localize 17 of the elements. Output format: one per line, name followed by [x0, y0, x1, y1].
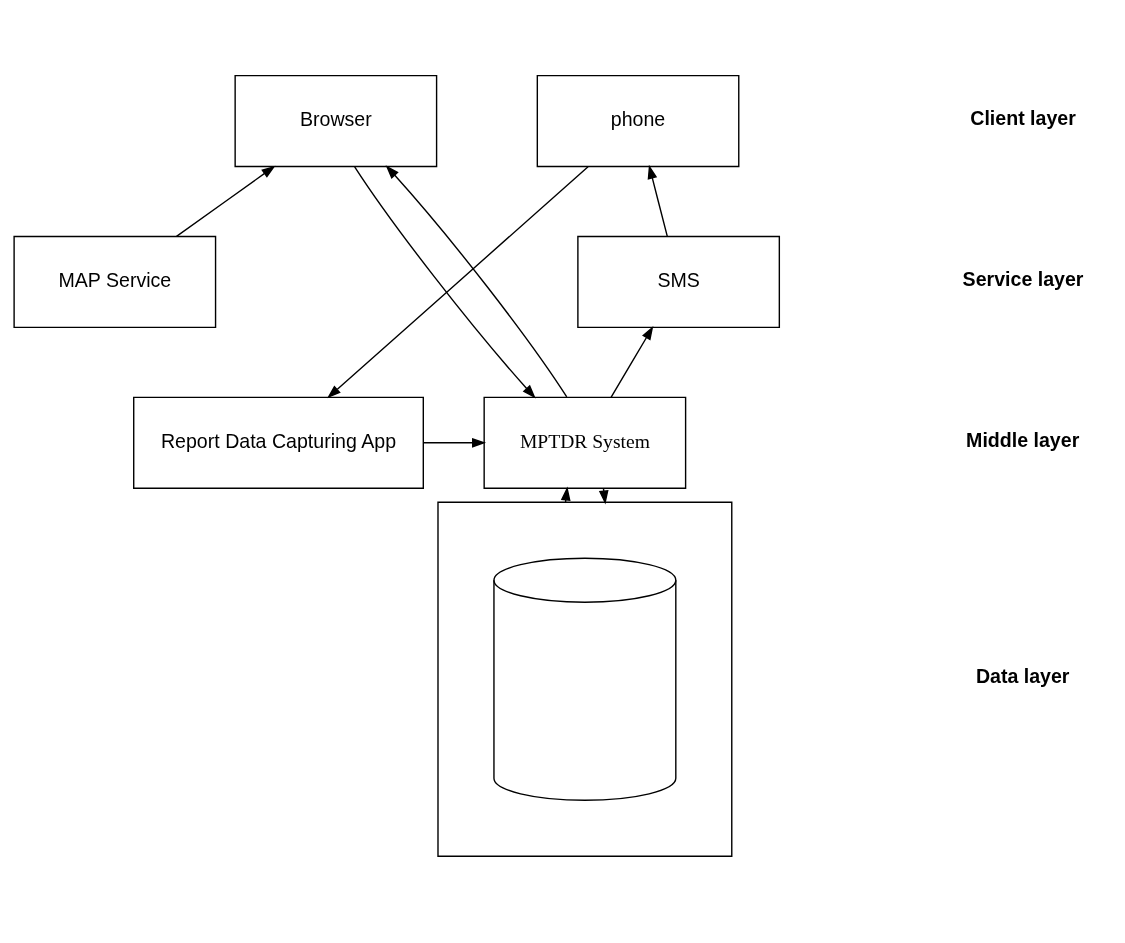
node-box: phone — [536, 74, 740, 168]
arrow — [647, 164, 668, 238]
node-box: MPTDR System — [483, 396, 687, 489]
arrow — [422, 437, 487, 448]
arrow — [354, 166, 536, 399]
node-box: Browser — [234, 74, 438, 168]
arrow — [327, 166, 589, 399]
arrow — [385, 165, 568, 398]
arrow — [175, 165, 276, 238]
arrow — [610, 325, 654, 398]
label: Data layer — [975, 665, 1070, 688]
label: Service layer — [962, 267, 1084, 290]
node-box: SMS — [577, 235, 781, 329]
node-box: Report Data Capturing App — [133, 396, 424, 489]
label: Middle layer — [966, 428, 1080, 451]
node-box: MAP Service — [13, 235, 217, 329]
label: Client layer — [970, 106, 1076, 129]
